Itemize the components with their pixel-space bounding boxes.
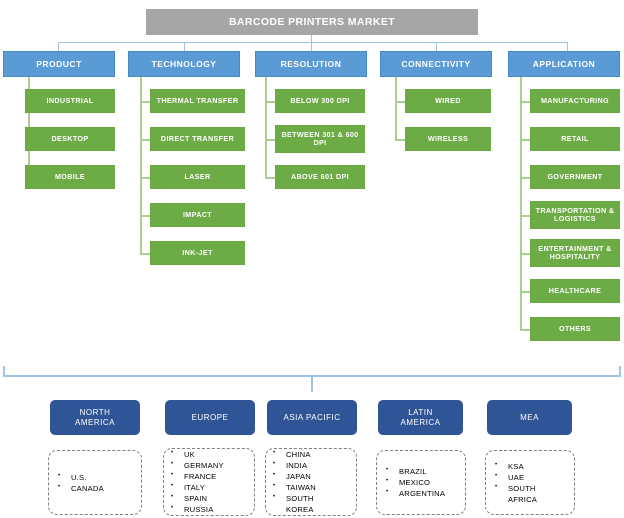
- geography-bus-right-cap: [619, 366, 621, 376]
- list-item: SOUTH AFRICA: [495, 483, 574, 505]
- list-item: GERMANY: [171, 460, 254, 471]
- leaf-retail[interactable]: RETAIL: [530, 127, 620, 151]
- list-item: BRAZIL: [386, 466, 465, 477]
- branch-tick-application-4: [520, 215, 532, 217]
- branch-tick-technology-1: [140, 101, 152, 103]
- leaf-wireless[interactable]: WIRELESS: [405, 127, 491, 151]
- chart-title: BARCODE PRINTERS MARKET: [146, 9, 478, 35]
- country-list: CHINA INDIA JAPAN TAIWAN SOUTH KOREA: [266, 449, 356, 515]
- branch-tick-application-7: [520, 329, 532, 331]
- branch-tick-technology-2: [140, 139, 152, 141]
- list-item: SOUTH KOREA: [273, 493, 356, 515]
- branch-spine-application: [520, 77, 522, 330]
- region-countries-asia-pacific: CHINA INDIA JAPAN TAIWAN SOUTH KOREA: [265, 448, 357, 516]
- region-header-north-america[interactable]: NORTH AMERICA: [50, 400, 140, 435]
- list-item: ARGENTINA: [386, 488, 465, 499]
- branch-tick-resolution-2: [265, 139, 277, 141]
- list-item: U.S.: [58, 472, 141, 483]
- geography-bus-left-cap: [3, 366, 5, 376]
- branch-tick-application-5: [520, 253, 532, 255]
- country-list: KSA UAE SOUTH AFRICA: [486, 461, 574, 505]
- branch-tick-technology-4: [140, 215, 152, 217]
- leaf-above-601-dpi[interactable]: ABOVE 601 DPI: [275, 165, 365, 189]
- list-item: ITALY: [171, 482, 254, 493]
- leaf-mobile[interactable]: MOBILE: [25, 165, 115, 189]
- branch-tick-technology-3: [140, 177, 152, 179]
- leaf-manufacturing[interactable]: MANUFACTURING: [530, 89, 620, 113]
- branch-tick-application-3: [520, 177, 532, 179]
- list-item: MEXICO: [386, 477, 465, 488]
- leaf-direct-transfer[interactable]: DIRECT TRANSFER: [150, 127, 245, 151]
- leaf-thermal-transfer[interactable]: THERMAL TRANSFER: [150, 89, 245, 113]
- leaf-below-300-dpi[interactable]: BELOW 300 DPI: [275, 89, 365, 113]
- category-bus-connector: [58, 42, 568, 43]
- country-list: BRAZIL MEXICO ARGENTINA: [377, 466, 465, 499]
- leaf-wired[interactable]: WIRED: [405, 89, 491, 113]
- list-item: FRANCE: [171, 471, 254, 482]
- category-header-technology[interactable]: TECHNOLOGY: [128, 51, 240, 77]
- branch-tick-resolution-3: [265, 177, 277, 179]
- branch-tick-application-1: [520, 101, 532, 103]
- leaf-entertainment-hospitality[interactable]: ENTERTAINMENT & HOSPITALITY: [530, 239, 620, 267]
- category-header-product[interactable]: PRODUCT: [3, 51, 115, 77]
- list-item: RUSSIA: [171, 504, 254, 515]
- geography-bus-stem: [311, 375, 313, 392]
- leaf-others[interactable]: OTHERS: [530, 317, 620, 341]
- category-header-application[interactable]: APPLICATION: [508, 51, 620, 77]
- list-item: TAIWAN: [273, 482, 356, 493]
- branch-tick-technology-5: [140, 253, 152, 255]
- leaf-desktop[interactable]: DESKTOP: [25, 127, 115, 151]
- list-item: INDIA: [273, 460, 356, 471]
- list-item: KSA: [495, 461, 574, 472]
- region-header-asia-pacific[interactable]: ASIA PACIFIC: [267, 400, 357, 435]
- branch-tick-resolution-1: [265, 101, 277, 103]
- category-drop-connector-4: [436, 42, 437, 52]
- category-drop-connector-5: [567, 42, 568, 52]
- branch-spine-resolution: [265, 77, 267, 178]
- region-header-mea[interactable]: MEA: [487, 400, 572, 435]
- leaf-ink-jet[interactable]: INK-JET: [150, 241, 245, 265]
- list-item: SPAIN: [171, 493, 254, 504]
- leaf-laser[interactable]: LASER: [150, 165, 245, 189]
- category-header-connectivity[interactable]: CONNECTIVITY: [380, 51, 492, 77]
- region-countries-europe: UK GERMANY FRANCE ITALY SPAIN RUSSIA: [163, 448, 255, 516]
- region-header-latin-america[interactable]: LATIN AMERICA: [378, 400, 463, 435]
- leaf-government[interactable]: GOVERNMENT: [530, 165, 620, 189]
- category-drop-connector-1: [58, 42, 59, 52]
- leaf-transportation-logistics[interactable]: TRANSPORTATION & LOGISTICS: [530, 201, 620, 229]
- list-item: CANADA: [58, 483, 141, 494]
- branch-tick-application-6: [520, 291, 532, 293]
- region-countries-north-america: U.S. CANADA: [48, 450, 142, 515]
- list-item: CHINA: [273, 449, 356, 460]
- list-item: JAPAN: [273, 471, 356, 482]
- region-header-europe[interactable]: EUROPE: [165, 400, 255, 435]
- category-drop-connector-3: [311, 42, 312, 52]
- branch-spine-technology: [140, 77, 142, 254]
- region-countries-latin-america: BRAZIL MEXICO ARGENTINA: [376, 450, 466, 515]
- country-list: U.S. CANADA: [49, 472, 141, 494]
- category-drop-connector-2: [184, 42, 185, 52]
- list-item: UAE: [495, 472, 574, 483]
- list-item: UK: [171, 449, 254, 460]
- leaf-impact[interactable]: IMPACT: [150, 203, 245, 227]
- category-header-resolution[interactable]: RESOLUTION: [255, 51, 367, 77]
- branch-tick-application-2: [520, 139, 532, 141]
- leaf-between-301-600-dpi[interactable]: BETWEEN 301 & 600 DPI: [275, 125, 365, 153]
- leaf-healthcare[interactable]: HEALTHCARE: [530, 279, 620, 303]
- leaf-industrial[interactable]: INDUSTRIAL: [25, 89, 115, 113]
- branch-spine-connectivity: [395, 77, 397, 140]
- branch-tick-connectivity-1: [395, 101, 407, 103]
- branch-tick-connectivity-2: [395, 139, 407, 141]
- country-list: UK GERMANY FRANCE ITALY SPAIN RUSSIA: [164, 449, 254, 515]
- region-countries-mea: KSA UAE SOUTH AFRICA: [485, 450, 575, 515]
